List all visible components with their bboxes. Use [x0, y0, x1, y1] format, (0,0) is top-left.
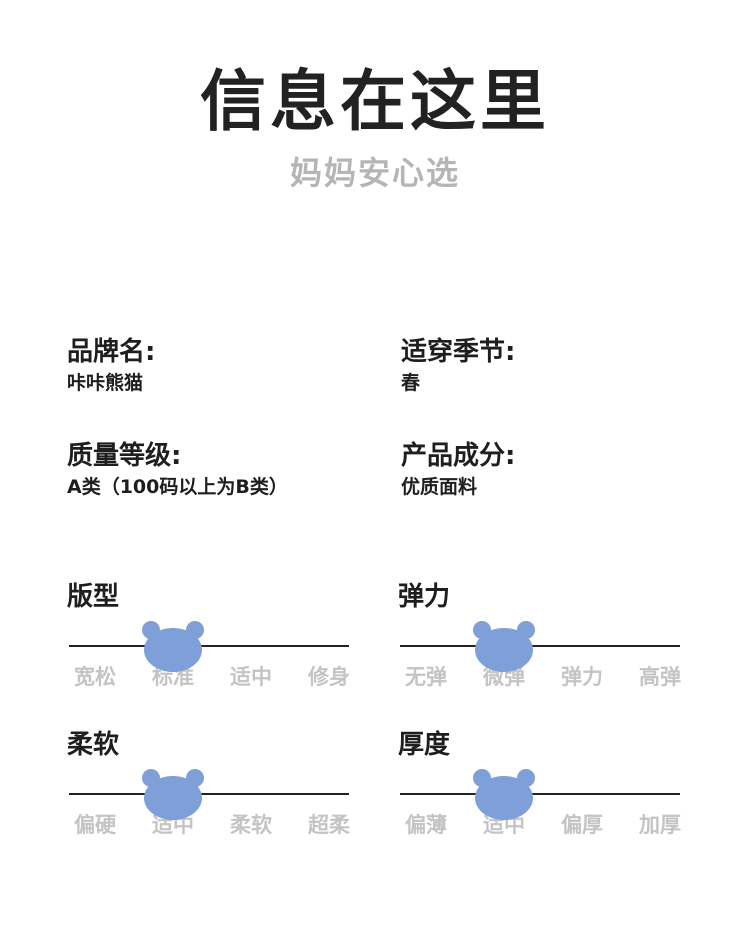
- thickness-option-3: 偏厚: [561, 813, 603, 837]
- elasticity-scale: 弹力 无弹 微弹 弹力 高弹: [398, 581, 681, 689]
- elasticity-option-4: 高弹: [639, 665, 681, 689]
- quality-value: A类（100码以上为B类）: [67, 476, 288, 498]
- fit-scale-track: [69, 645, 349, 647]
- elasticity-option-3: 弹力: [561, 665, 603, 689]
- thickness-scale-title: 厚度: [398, 730, 451, 760]
- material-block: 产品成分: 优质面料: [401, 440, 515, 500]
- elasticity-scale-options: 无弹 微弹 弹力 高弹: [398, 663, 681, 693]
- season-value: 春: [401, 372, 421, 394]
- quality-block: 质量等级: A类（100码以上为B类）: [67, 440, 288, 500]
- material-label: 产品成分:: [401, 441, 516, 471]
- thickness-option-4: 加厚: [639, 813, 681, 837]
- thickness-option-1: 偏薄: [405, 813, 447, 837]
- softness-scale-track: [69, 793, 349, 795]
- bear-head-icon: [473, 769, 535, 820]
- elasticity-scale-track: [400, 645, 680, 647]
- brand-value: 咔咔熊猫: [67, 372, 144, 394]
- thickness-scale-options: 偏薄 适中 偏厚 加厚: [398, 811, 681, 841]
- thickness-scale: 厚度 偏薄 适中 偏厚 加厚: [398, 729, 681, 837]
- bear-head-icon: [473, 621, 535, 672]
- softness-scale-title: 柔软: [67, 730, 120, 760]
- fit-scale: 版型 宽松 标准 适中 修身: [67, 581, 350, 689]
- bear-head-icon: [142, 621, 204, 672]
- bear-head-icon: [142, 769, 204, 820]
- fit-option-1: 宽松: [74, 665, 116, 689]
- season-label: 适穿季节:: [401, 337, 516, 367]
- softness-option-3: 柔软: [230, 813, 272, 837]
- season-block: 适穿季节: 春: [401, 336, 515, 396]
- elasticity-option-1: 无弹: [405, 665, 447, 689]
- brand-label: 品牌名:: [67, 337, 156, 367]
- fit-scale-title: 版型: [67, 582, 120, 612]
- softness-scale: 柔软 偏硬 适中 柔软 超柔: [67, 729, 350, 837]
- thickness-scale-track: [400, 793, 680, 795]
- fit-option-4: 修身: [308, 665, 350, 689]
- softness-option-4: 超柔: [308, 813, 350, 837]
- fit-scale-options: 宽松 标准 适中 修身: [67, 663, 350, 693]
- page-subtitle: 妈妈安心选: [289, 154, 460, 192]
- elasticity-scale-title: 弹力: [398, 582, 451, 612]
- fit-option-3: 适中: [230, 665, 272, 689]
- material-value: 优质面料: [401, 476, 478, 498]
- quality-label: 质量等级:: [67, 441, 182, 471]
- softness-scale-options: 偏硬 适中 柔软 超柔: [67, 811, 350, 841]
- softness-option-1: 偏硬: [74, 813, 116, 837]
- page-title: 信息在这里: [200, 63, 550, 140]
- brand-block: 品牌名: 咔咔熊猫: [67, 336, 155, 396]
